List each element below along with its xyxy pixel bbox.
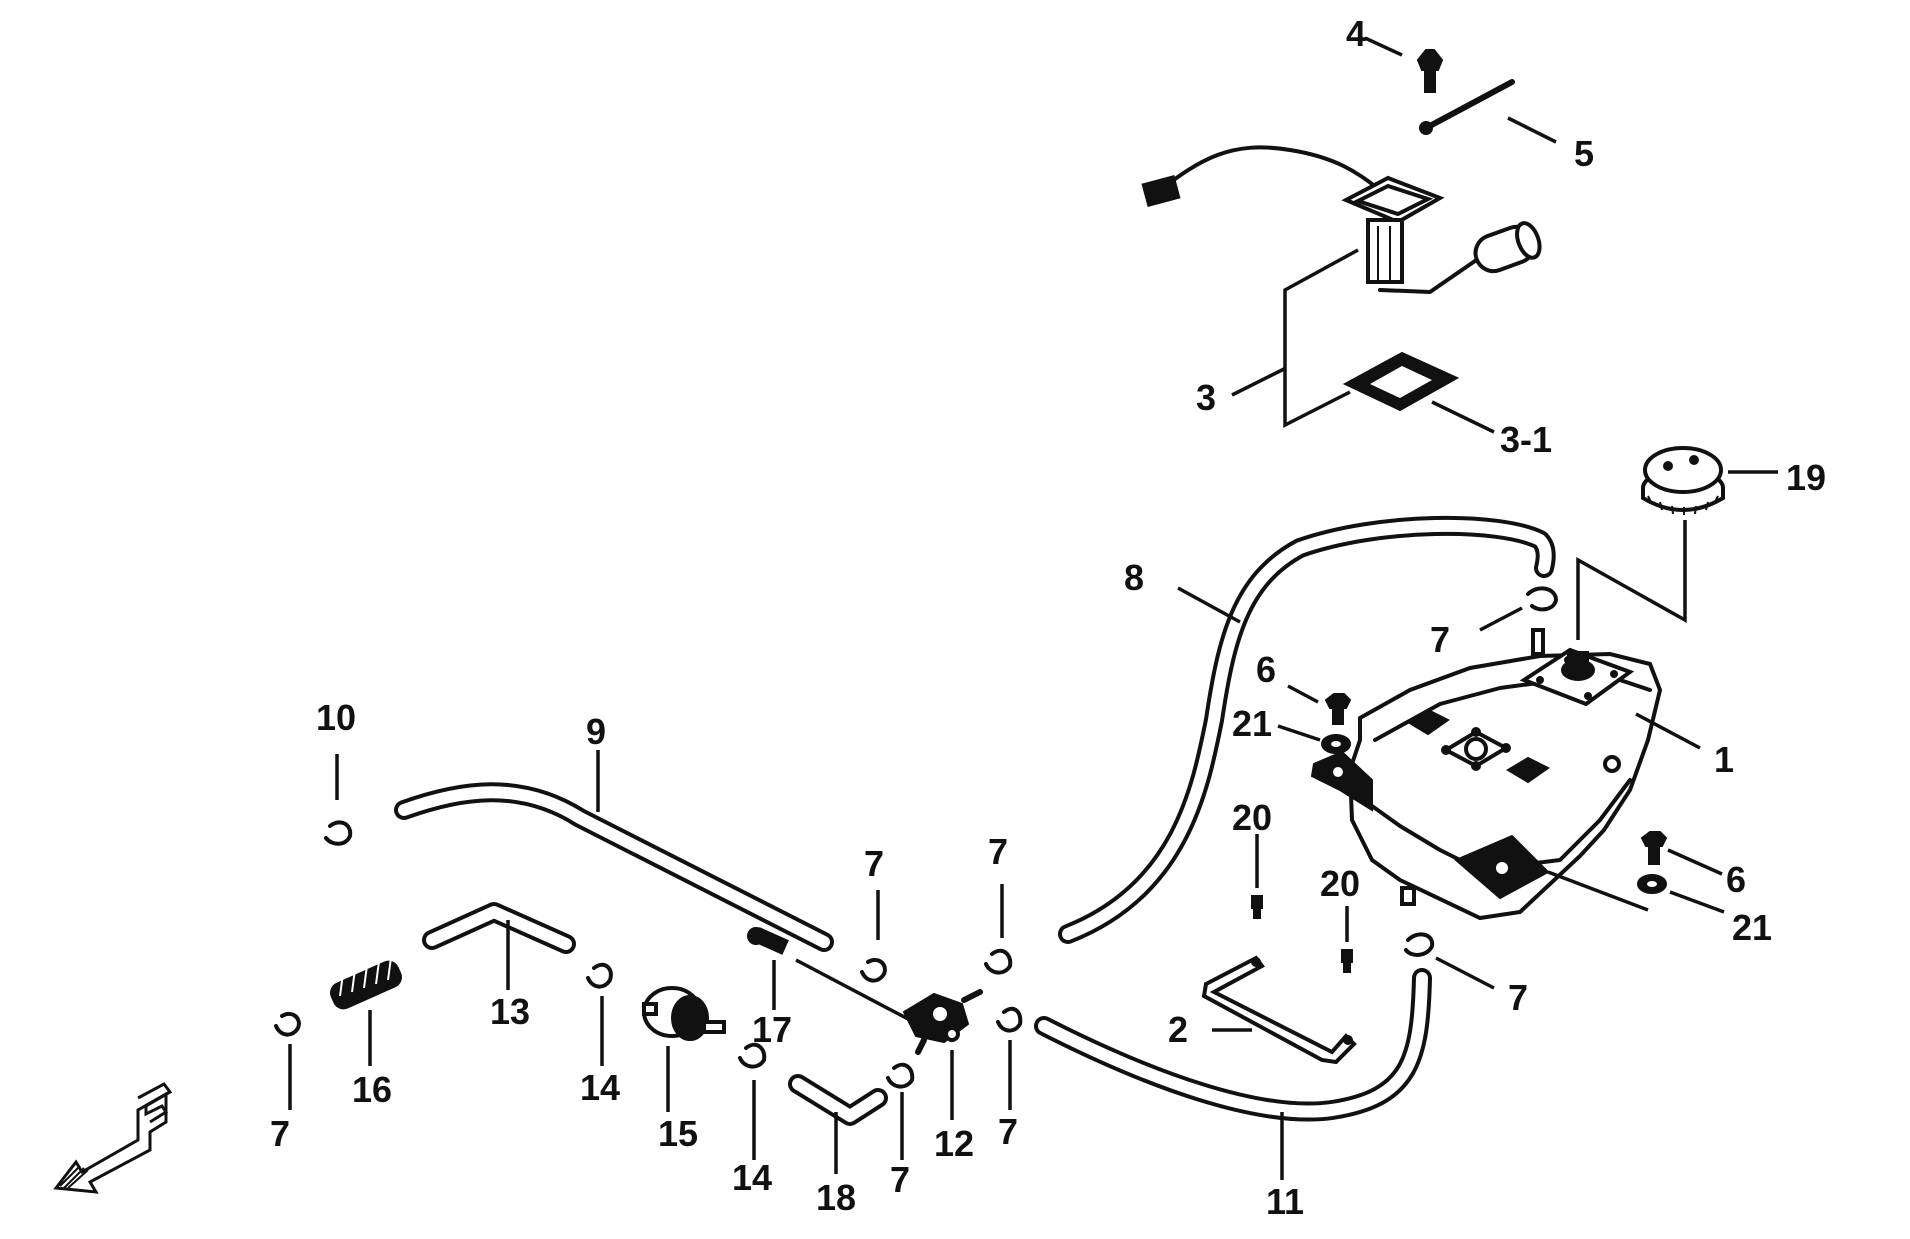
leader-3 [1231,366,1287,397]
front-direction-marker: F [53,1082,173,1194]
part-21-washer-lower [1637,874,1667,894]
part-13-bent-hose [422,902,576,954]
callout-8: 8 [1124,557,1144,598]
callout-12: 12 [934,1123,974,1164]
part-6-bolt-upper [1324,693,1352,725]
clip-7-right-valve [996,1006,1023,1033]
callout-14-lower: 14 [732,1157,772,1198]
callout-4: 4 [1346,13,1366,54]
callout-11: 11 [1266,1181,1304,1222]
callout-6-upper: 6 [1256,649,1276,690]
part-11-fuel-hose [1034,968,1432,1122]
leader-3-1 [1431,400,1495,434]
callout-7-hose9: 7 [864,843,884,884]
part-3-fuel-sender [1141,145,1542,294]
leader-6b [1667,848,1723,876]
clip-7-right-bottom [1404,932,1435,957]
clip-7-bottom [886,1062,915,1089]
clip-7-left [274,1011,301,1037]
leader-5 [1507,116,1557,144]
callout-15: 15 [658,1113,698,1154]
bracket-3 [1283,248,1359,428]
callout-1: 1 [1714,739,1734,780]
callout-14-upper: 14 [580,1067,620,1108]
clip-7-hose9 [860,957,887,983]
bracket-19 [1576,520,1687,640]
callout-20-right: 20 [1320,863,1360,904]
callout-7-tank-top: 7 [1430,619,1450,660]
part-10-clip [324,820,353,846]
callout-18: 18 [816,1177,856,1218]
part-15-fuel-filter [642,986,726,1041]
leader-tab-right [1547,870,1649,912]
part-4-bolt [1416,49,1444,93]
part-19-fuel-cap [1641,446,1725,515]
callout-10: 10 [316,697,356,738]
part-18-l-hose [788,1074,888,1126]
callout-7-bottom: 7 [890,1159,910,1200]
part-8-breather-hose [1058,515,1556,944]
leader-4 [1364,36,1403,57]
callout-7-right-bottom: 7 [1508,977,1528,1018]
part-12-fuel-valve [902,989,983,1055]
callout-5: 5 [1574,133,1594,174]
leader-1 [1635,712,1701,750]
part-9-fuel-hose [394,782,834,952]
part-17-screw [747,927,789,955]
callout-2: 2 [1168,1009,1188,1050]
part-1-fuel-tank [1310,628,1663,921]
part-3-1-gasket [1342,351,1460,412]
callout-17: 17 [752,1009,792,1050]
part-20-bolt-right [1341,949,1353,973]
callout-7-left: 7 [270,1113,290,1154]
leader-6a [1287,684,1319,704]
leader-21b [1669,890,1725,914]
callout-9: 9 [586,711,606,752]
leader-21a [1277,724,1321,742]
leader-7-right-bottom [1435,956,1495,990]
part-14-clip-lower [738,1042,767,1069]
part-14-clip-upper [586,962,613,989]
callout-19: 19 [1786,457,1826,498]
leader-7-top [1479,606,1523,632]
callout-20-left: 20 [1232,797,1272,838]
part-5-rod [1419,79,1515,135]
part-6-bolt-lower [1640,831,1668,865]
leader-8 [1177,586,1241,624]
callout-7-upper-mid: 7 [988,831,1008,872]
callout-21-upper: 21 [1232,703,1272,744]
clip-7-upper-mid [984,948,1013,975]
part-16-filter-element [330,949,402,1010]
leader-17-to-valve [795,958,911,1022]
part-2-bracket [1201,955,1357,1065]
callout-16: 16 [352,1069,392,1110]
callout-6-lower: 6 [1726,859,1746,900]
part-20-bolt-left [1251,895,1263,919]
callout-3-1: 3-1 [1500,419,1552,460]
part-21-washer-upper [1321,734,1351,754]
callout-7-right-valve: 7 [998,1111,1018,1152]
callout-13: 13 [490,991,530,1032]
clip-7-tank-top [1526,586,1558,612]
callout-21-lower: 21 [1732,907,1772,948]
callout-3: 3 [1196,377,1216,418]
